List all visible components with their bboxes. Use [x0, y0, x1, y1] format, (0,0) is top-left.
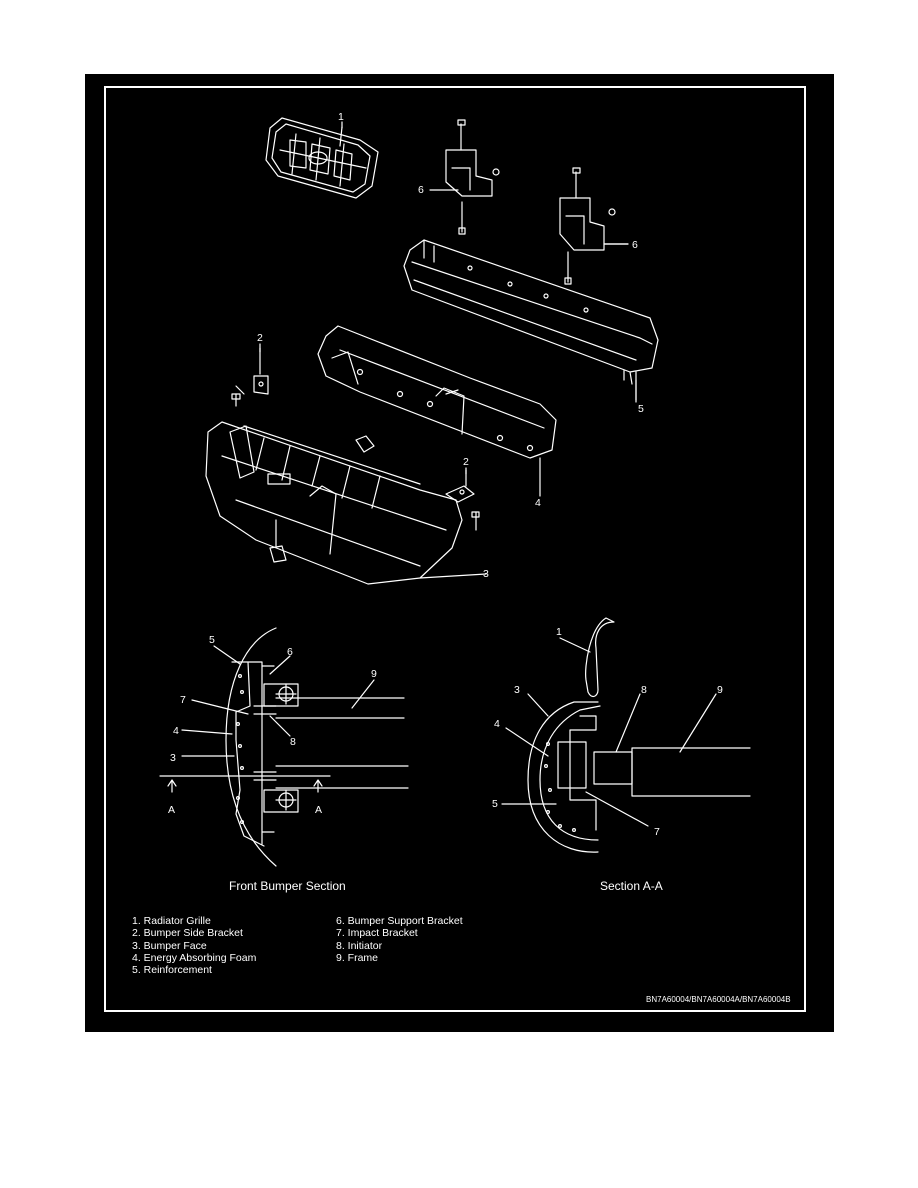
callout-3: 3: [483, 568, 489, 580]
section-callout-6: 6: [287, 646, 293, 658]
callout-6-left: 6: [418, 184, 424, 196]
section-a-a-drawing: [501, 617, 751, 853]
section-callout-3: 3: [170, 752, 176, 764]
section-callout-9: 9: [371, 668, 377, 680]
legend-item: 8. Initiator: [336, 939, 383, 952]
callout-5: 5: [638, 403, 644, 415]
section-callout-4: 4: [173, 725, 179, 737]
section-callout-7: 7: [180, 694, 186, 706]
callout-2-right: 2: [463, 456, 469, 468]
legend-item: 2. Bumper Side Bracket: [132, 927, 243, 940]
aa-callout-9: 9: [717, 684, 723, 696]
bumper-side-bracket-left: [231, 347, 269, 407]
reinforcement: [403, 239, 659, 403]
aa-callout-5: 5: [492, 798, 498, 810]
section-callout-a-left: A: [168, 804, 176, 816]
legend-item: 9. Frame: [336, 951, 379, 964]
radiator-grille: [265, 117, 379, 199]
legend-left-column: 1. Radiator Grille 2. Bumper Side Bracke…: [132, 915, 256, 976]
front-bumper-section-drawing: [159, 627, 409, 867]
diagram-frame: [104, 86, 806, 1012]
bumper-side-bracket-right: [445, 469, 480, 531]
callout-4: 4: [535, 497, 541, 509]
legend-item: 5. Reinforcement: [132, 964, 212, 977]
callout-2-left: 2: [257, 332, 263, 344]
bumper-support-bracket-right: [559, 167, 629, 285]
legend-item: 7. Impact Bracket: [336, 927, 418, 940]
legend-item: 6. Bumper Support Bracket: [336, 915, 463, 927]
legend-right-column: 6. Bumper Support Bracket 7. Impact Brac…: [336, 915, 463, 964]
legend-item: 4. Energy Absorbing Foam: [132, 951, 257, 964]
bumper-face: [205, 421, 487, 585]
section-callout-5: 5: [209, 634, 215, 646]
legend-item: 1. Radiator Grille: [132, 915, 211, 927]
bumper-support-bracket-left: [429, 119, 500, 235]
callout-6-right: 6: [632, 239, 638, 251]
callout-1: 1: [338, 111, 344, 123]
caption-section-a-a: Section A-A: [600, 879, 663, 893]
section-callout-a-right: A: [315, 804, 323, 816]
aa-callout-3: 3: [514, 684, 520, 696]
legend-item: 3. Bumper Face: [132, 939, 207, 952]
energy-absorbing-foam: [317, 325, 557, 497]
section-callout-8: 8: [290, 736, 296, 748]
aa-callout-4: 4: [494, 718, 500, 730]
aa-callout-8: 8: [641, 684, 647, 696]
aa-callout-7: 7: [654, 826, 660, 838]
figure-code: BN7A60004/BN7A60004A/BN7A60004B: [646, 995, 791, 1004]
caption-front-bumper-section: Front Bumper Section: [229, 879, 346, 893]
leader-lines-exploded: [259, 121, 637, 475]
aa-callout-1: 1: [556, 626, 562, 638]
